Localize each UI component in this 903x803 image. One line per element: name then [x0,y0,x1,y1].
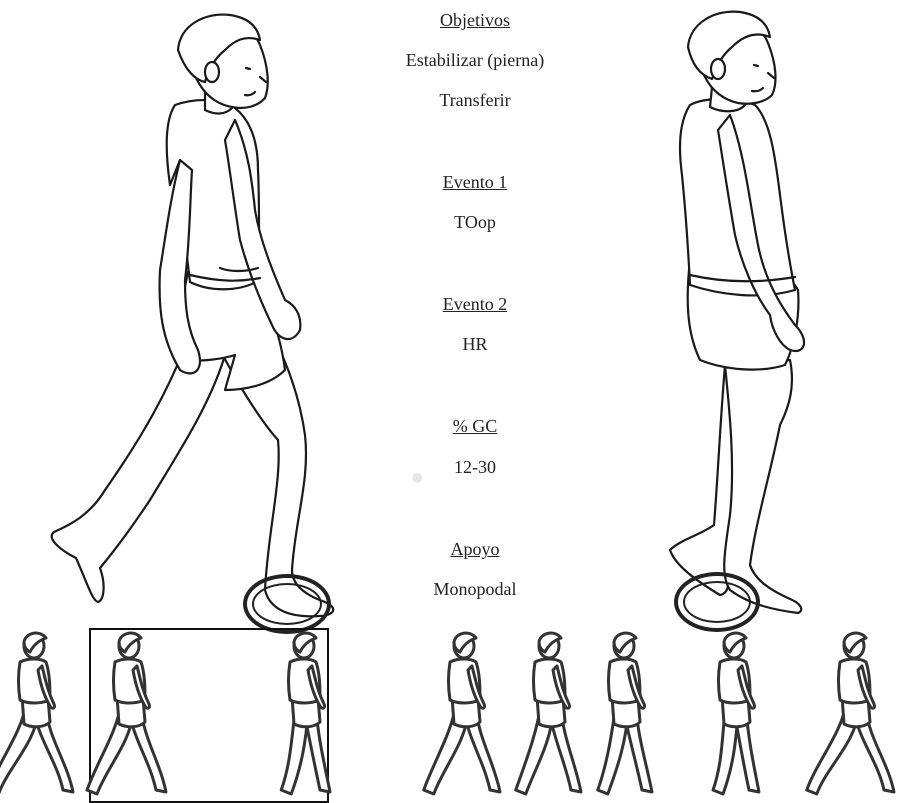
walking-figure-left [20,10,350,630]
foot-highlight-ring-right [674,572,760,632]
gait-frame-7 [700,632,780,800]
walking-figure-right [630,5,900,630]
gait-frame-5 [515,632,595,800]
support-heading: Apoyo [365,538,585,560]
event1-heading: Evento 1 [365,171,585,193]
event1-value: TOop [365,211,585,233]
support-value: Monopodal [365,578,585,600]
gait-frame-1 [0,632,80,800]
event2-heading: Evento 2 [365,293,585,315]
gait-cycle-value: 12-30 [365,456,585,478]
objective-transfer: Transferir [365,89,585,111]
gait-cycle-heading: % GC [365,415,585,437]
event2-value: HR [365,333,585,355]
gait-frame-2 [95,632,175,800]
gait-frame-6 [590,632,670,800]
objective-stabilize: Estabilizar (pierna) [365,49,585,71]
gait-frame-8 [820,632,900,800]
foot-highlight-ring-left [243,574,331,634]
gait-frame-4 [430,632,510,800]
objectives-heading: Objetivos [365,9,585,31]
gait-frame-3 [270,632,350,800]
